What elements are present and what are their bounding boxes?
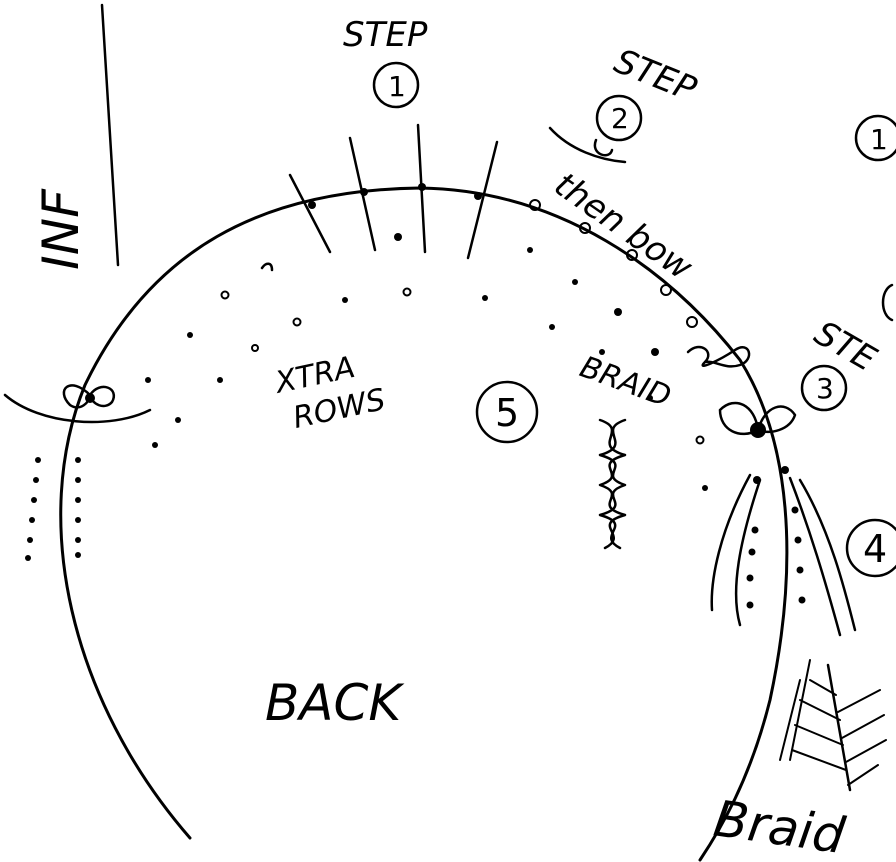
bottom-braid [780,660,886,790]
right-number-1: 1 [870,123,888,156]
step1-number: 1 [388,70,406,103]
then-bow-label: then bow [547,165,700,289]
edge-text: INF [32,188,90,270]
step2-number: 2 [611,102,629,135]
step2-label: STEP [609,41,703,110]
left-dotted-rows [25,457,81,561]
step1-label: STEP [343,15,428,55]
right-partial-circle [883,285,892,320]
step5-number: 5 [495,391,519,435]
then-bow-group: then bow [547,165,700,289]
head-outline [61,188,787,860]
step3-label: STE [808,313,884,380]
edge-divider-line [102,5,118,265]
braid-small-label: BRAID [575,350,675,415]
step3-number: 3 [816,372,834,405]
xtra-rows-group: XTRA ROWS [270,345,388,438]
center-braid [600,420,625,548]
step3-group: STE [808,313,884,380]
braid-bottom-label: Braid [710,789,848,862]
back-label: BACK [265,674,405,732]
step2-group: STEP [609,41,703,110]
edge-text-group: INF [32,188,90,270]
step4-number: 4 [863,527,887,571]
braid-small-group: BRAID [575,350,675,415]
braid-bottom-group: Braid [710,789,848,862]
